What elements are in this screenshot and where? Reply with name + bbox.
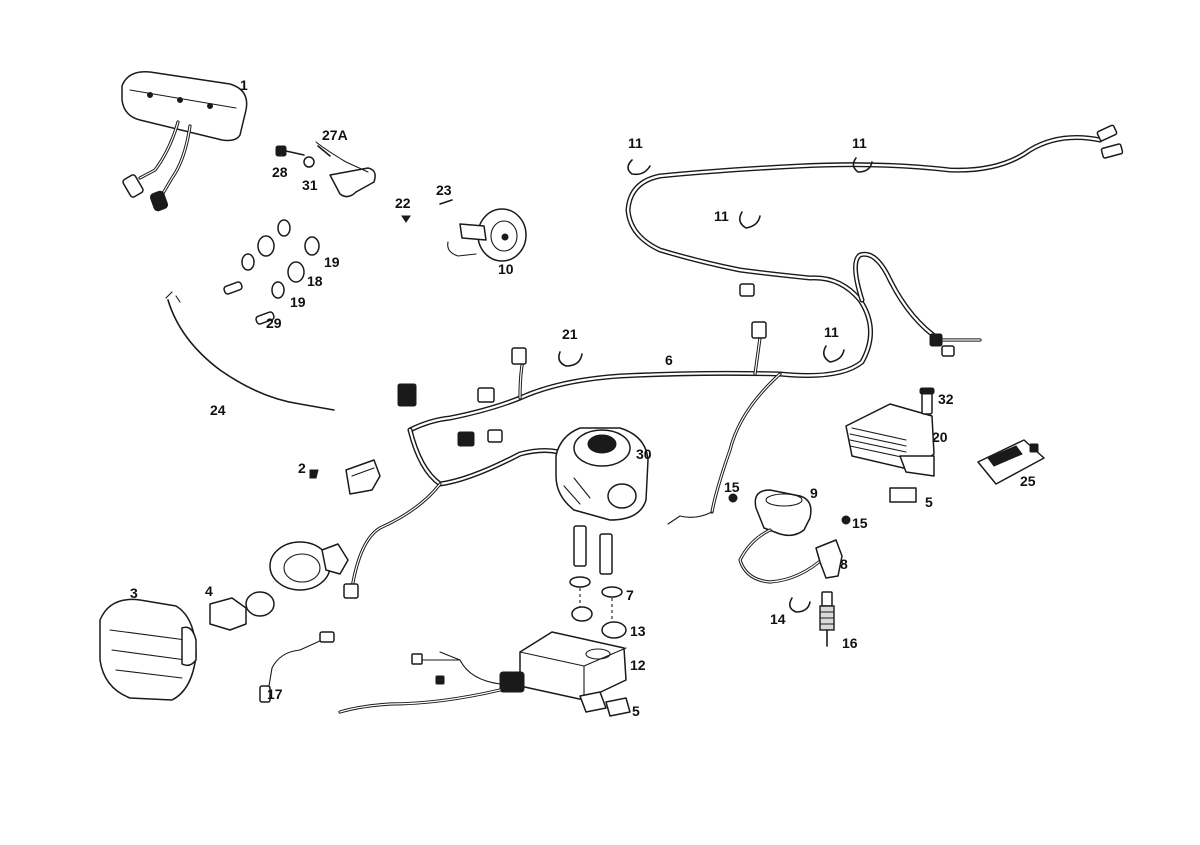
callout-21: 21 (562, 326, 578, 342)
bracket-assembly-part (275, 141, 376, 198)
callout-6: 6 (665, 352, 673, 368)
callout-24: 24 (210, 402, 226, 418)
instrument-cluster-part (121, 71, 248, 212)
callout-16: 16 (842, 635, 858, 651)
flasher-relay-part (977, 439, 1045, 485)
callout-4: 4 (205, 583, 213, 599)
callout-28: 28 (272, 164, 288, 180)
callout-22: 22 (395, 195, 411, 211)
callout-7: 7 (626, 587, 634, 603)
callout-3: 3 (130, 585, 138, 601)
callout-11c: 11 (714, 208, 729, 224)
callout-15a: 15 (724, 479, 740, 495)
callout-5b: 5 (632, 703, 640, 719)
sensor-part (259, 631, 335, 703)
horn-part (447, 208, 527, 262)
callout-20: 20 (932, 429, 948, 445)
clamp-part (558, 351, 583, 367)
callout-19b: 19 (290, 294, 306, 310)
callout-10: 10 (498, 261, 514, 277)
callout-19a: 19 (324, 254, 340, 270)
callout-32: 32 (938, 391, 954, 407)
main-wiring-harness-part (343, 124, 1124, 599)
cdi-unit-part (338, 525, 627, 714)
cable-part (165, 291, 335, 411)
clip-part (309, 459, 381, 495)
callout-14: 14 (770, 611, 786, 627)
callout-11d: 11 (824, 324, 839, 340)
callout-2: 2 (298, 460, 306, 476)
callout-30: 30 (636, 446, 652, 462)
callout-15b: 15 (852, 515, 868, 531)
callout-18: 18 (307, 273, 323, 289)
callout-17: 17 (267, 686, 283, 702)
callout-13: 13 (630, 623, 646, 639)
callout-12: 12 (630, 657, 646, 673)
callout-29: 29 (266, 315, 282, 331)
callout-11b: 11 (852, 135, 867, 151)
callout-23: 23 (436, 182, 452, 198)
indicator-bulbs-part (223, 219, 320, 325)
callout-1: 1 (240, 77, 248, 93)
callout-11a: 11 (628, 135, 643, 151)
small-fasteners-part (401, 199, 453, 223)
ignition-coil-part (667, 489, 851, 584)
callout-25: 25 (1020, 473, 1036, 489)
voltage-regulator-part (845, 387, 935, 477)
spark-plug-part (788, 591, 835, 647)
callout-31: 31 (302, 177, 318, 193)
headlight-part (99, 541, 349, 701)
callout-labels: 1 27A 28 31 22 23 10 19 18 19 29 24 11 1… (130, 77, 1036, 719)
callout-8: 8 (840, 556, 848, 572)
callout-9: 9 (810, 485, 818, 501)
handlebar-switch-part (555, 427, 649, 521)
mounting-brackets-part (579, 487, 917, 717)
callout-27a: 27A (322, 127, 348, 143)
callout-5a: 5 (925, 494, 933, 510)
cable-clamps-part (627, 157, 873, 363)
